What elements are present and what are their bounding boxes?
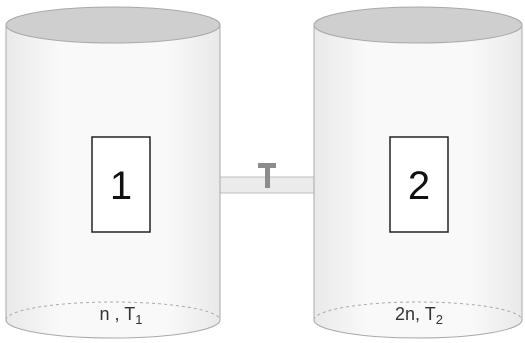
container-1: 1 n , T1 — [5, 6, 221, 339]
container-1-label-box — [91, 136, 151, 233]
container-2-top — [313, 6, 523, 44]
container-1-label: 1 — [110, 164, 132, 208]
container-2-bottom-rim — [313, 301, 523, 321]
container-2-state-subscript: 2 — [436, 312, 443, 327]
valve-icon[interactable] — [258, 163, 276, 188]
container-1-state: n , T1 — [100, 304, 143, 327]
container-1-state-subscript: 1 — [135, 312, 142, 327]
container-1-top — [5, 6, 221, 44]
container-2-label: 2 — [408, 164, 430, 208]
container-2-label-box — [389, 136, 449, 233]
container-2: 2 2n, T2 — [313, 6, 523, 339]
container-1-state-main: n , T — [100, 304, 136, 324]
container-2-state: 2n, T2 — [395, 304, 443, 327]
container-2-state-main: 2n, T — [395, 304, 436, 324]
container-1-bottom-rim — [5, 301, 221, 321]
